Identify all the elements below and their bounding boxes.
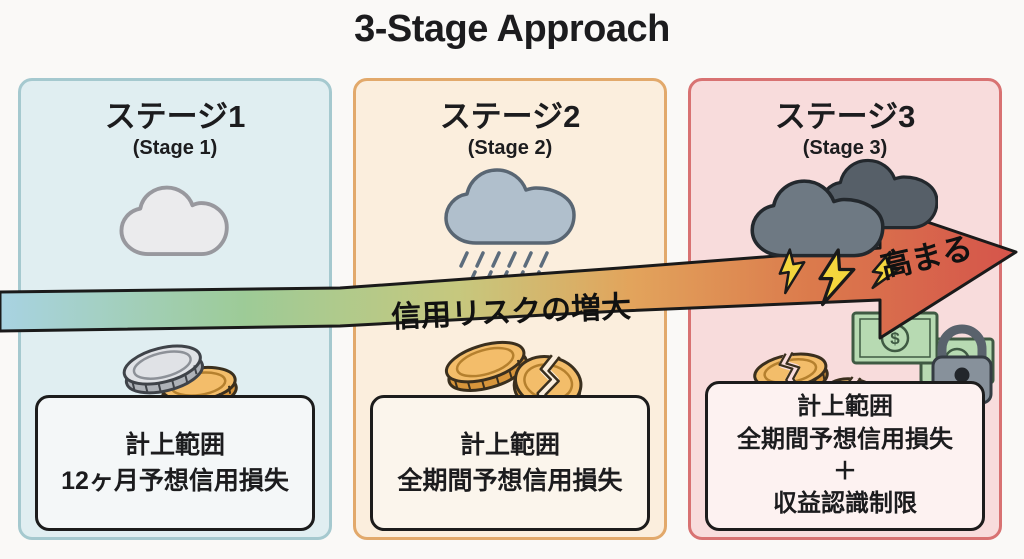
rain-cloud-icon: [434, 163, 589, 295]
stage-3-title: ステージ3: [774, 99, 916, 134]
infobox-line: 計上範囲: [459, 430, 560, 459]
stage-1-infobox: 計上範囲 12ヶ月予想信用損失: [35, 395, 315, 531]
dollar-sign: $: [890, 329, 900, 348]
lightning-bolt-icon: [778, 248, 806, 295]
infobox-line: 計上範囲: [797, 393, 893, 421]
page-title: 3-Stage Approach: [354, 8, 670, 50]
infobox-line: 全期間予想信用損失: [737, 425, 953, 453]
infobox-line: 12ヶ月予想信用損失: [61, 467, 289, 495]
cloud-icon: [117, 181, 239, 265]
stage-1-title: ステージ1: [104, 99, 246, 134]
infobox-line: 計上範囲: [124, 430, 225, 459]
stage-1-panel: ステージ1 (Stage 1): [18, 78, 332, 540]
lightning-bolt-icon: [871, 250, 901, 290]
storm-clouds-lightning-icon: [738, 152, 939, 310]
stage-2-infobox: 計上範囲 全期間予想信用損失: [370, 395, 650, 531]
stage-2-subtitle: (Stage 2): [467, 137, 553, 159]
stage-2-title: ステージ2: [439, 99, 581, 134]
stage-1-subtitle: (Stage 1): [132, 137, 218, 159]
stage-3-infobox: 計上範囲 全期間予想信用損失 ＋ 収益認識制限: [705, 381, 985, 531]
stage-3-subtitle: (Stage 3): [802, 137, 888, 159]
coins-icon: [113, 336, 245, 418]
infobox-line: 全期間予想信用損失: [397, 467, 623, 495]
infobox-line: 収益認識制限: [773, 490, 917, 518]
lightning-bolt-icon: [818, 248, 856, 307]
infobox-line: ＋: [833, 458, 857, 485]
